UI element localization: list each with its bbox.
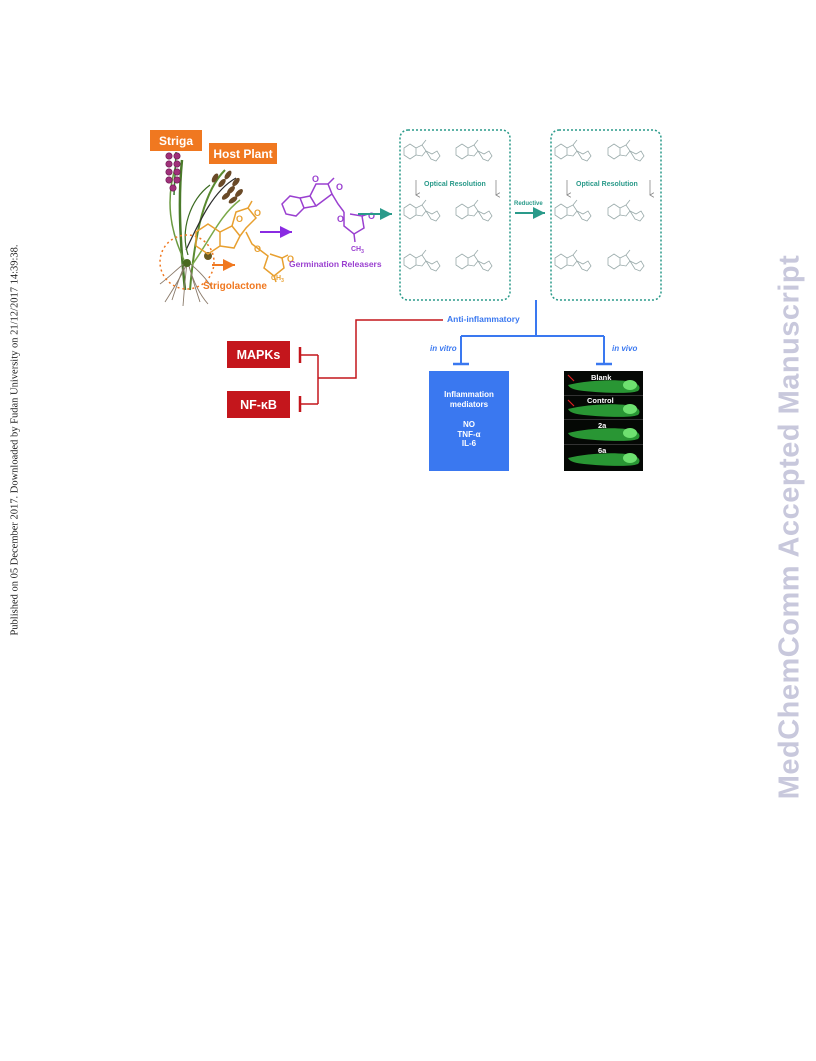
striga-label: Striga xyxy=(150,130,202,151)
anti-inflammatory-label: Anti-inflammatory xyxy=(447,314,520,324)
zebrafish-image-panel: Blank Control 2a 6a xyxy=(564,371,643,471)
optical-resolution-label-2: Optical Resolution xyxy=(576,181,638,188)
strigo-ch3: CH3 xyxy=(271,275,284,284)
fish-label-2a: 2a xyxy=(598,421,607,430)
optical-resolution-label-1: Optical Resolution xyxy=(424,181,486,188)
reductive-label: Reductive xyxy=(514,201,543,207)
mediator-no: NO xyxy=(463,420,475,429)
mapks-box: MAPKs xyxy=(227,341,290,368)
strigo-o4: O xyxy=(287,254,294,264)
strigolactone-structure xyxy=(195,200,289,283)
zebrafish-images xyxy=(564,374,643,466)
nfkb-box: NF-κB xyxy=(227,391,290,418)
mediator-tnf: TNF-α xyxy=(457,429,481,439)
inhibition-lines xyxy=(298,319,443,412)
anti-inflammatory-tree xyxy=(453,300,612,366)
strigo-o3: O xyxy=(254,244,261,254)
strigo-o1: O xyxy=(254,208,261,218)
mediators-title-line-1: Inflammation xyxy=(444,390,494,399)
resolution-box-1 xyxy=(399,129,511,301)
plant-illustration xyxy=(159,151,243,307)
germination-releasers-label: Germination Releasers xyxy=(289,259,382,269)
mediator-il6: IL-6 xyxy=(461,439,477,448)
releaser-o1: O xyxy=(336,182,343,192)
in-vitro-label: in vitro xyxy=(430,344,457,353)
in-vivo-label: in vivo xyxy=(612,344,638,353)
releaser-o3: O xyxy=(337,214,344,224)
releaser-ch3: CH3 xyxy=(351,246,364,255)
strigolactone-label: Strigolactone xyxy=(203,281,267,292)
red-arrow-icon xyxy=(567,374,575,382)
host-plant-label: Host Plant xyxy=(209,143,277,164)
fish-label-6a: 6a xyxy=(598,446,607,455)
releaser-o4: O xyxy=(368,211,375,221)
releaser-structure xyxy=(281,177,369,243)
strigo-o2: O xyxy=(236,214,243,224)
inflammation-mediators-box: Inflammation mediators NO TNF-α IL-6 xyxy=(429,371,509,471)
fish-label-control: Control xyxy=(587,396,614,405)
releaser-o2: O xyxy=(312,174,319,184)
red-arrow-icon xyxy=(567,399,575,407)
resolution-box-2 xyxy=(550,129,662,301)
mediators-title-line-2: mediators xyxy=(449,400,489,409)
fish-label-blank: Blank xyxy=(591,373,612,382)
